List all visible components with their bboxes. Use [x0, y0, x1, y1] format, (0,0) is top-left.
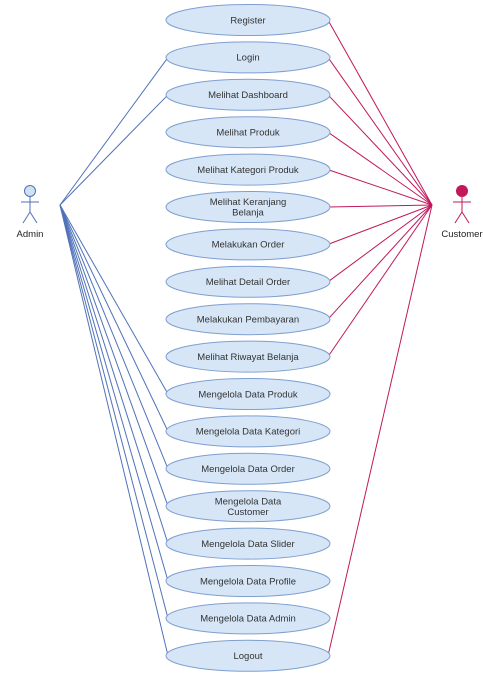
- admin-link-login: [59, 57, 169, 206]
- actor-left-leg: [454, 211, 463, 224]
- use-case-label: Melihat Kategori Produk: [197, 165, 299, 176]
- actors: Admin Customer: [17, 185, 483, 240]
- use-case-label: Melihat Produk: [216, 128, 280, 139]
- association-links: [59, 19, 433, 656]
- use-case-ellipse: [165, 41, 331, 74]
- customer-link-melakukan-order: [327, 204, 433, 245]
- use-case-label: Mengelola Data Profile: [200, 576, 296, 587]
- admin-link-mengelola-data-produk: [59, 204, 169, 395]
- admin-link-mengelola-data-admin: [59, 204, 169, 619]
- use-case-label: Register: [230, 15, 265, 26]
- use-case-mengelola-data-admin: Mengelola Data Admin: [165, 602, 331, 635]
- use-case-register: Register: [165, 4, 331, 36]
- use-case-mengelola-data-kategori: Mengelola Data Kategori: [165, 415, 331, 448]
- use-case-label: Mengelola Data Slider: [201, 539, 294, 550]
- actor-left-leg: [22, 211, 31, 224]
- use-case-label: Melihat Dashboard: [208, 90, 288, 101]
- use-case-ellipse: [165, 639, 331, 672]
- admin-link-mengelola-data-kategori: [59, 204, 169, 432]
- use-case-label: Mengelola Data Produk: [198, 389, 298, 400]
- use-case-ellipse: [165, 116, 331, 149]
- use-case-ellipse: [165, 490, 331, 523]
- use-case-ellipse: [165, 4, 331, 36]
- use-case-melakukan-pembayaran: Melakukan Pembayaran: [165, 303, 331, 336]
- customer-link-login: [327, 57, 433, 206]
- use-case-label: Logout: [233, 651, 262, 662]
- use-case-ellipse: [165, 78, 331, 111]
- use-case-ellipse: [165, 378, 331, 410]
- customer-link-melihat-detail-order: [327, 204, 433, 283]
- customer-link-logout: [327, 204, 433, 656]
- use-case-melihat-produk: Melihat Produk: [165, 116, 331, 149]
- use-case-label: Melihat Keranjang: [210, 197, 287, 208]
- customer-link-melihat-produk: [327, 131, 433, 206]
- actor-right-leg: [29, 211, 38, 224]
- use-case-ellipse: [165, 527, 331, 560]
- use-case-ellipse: [165, 452, 331, 485]
- use-case-mengelola-data-profile: Mengelola Data Profile: [165, 565, 331, 597]
- admin-link-mengelola-data-profile: [59, 204, 169, 582]
- use-case-label: Melihat Detail Order: [206, 277, 290, 288]
- use-case-ellipse: [165, 565, 331, 597]
- use-case-label: Mengelola Data Admin: [200, 614, 296, 625]
- use-case-mengelola-data-order: Mengelola Data Order: [165, 452, 331, 485]
- actor-customer: Customer: [441, 185, 483, 240]
- use-case-label: Customer: [227, 507, 268, 518]
- use-case-label: Melakukan Pembayaran: [197, 315, 299, 326]
- use-case-melihat-dashboard: Melihat Dashboard: [165, 78, 331, 111]
- use-case-ellipse: [165, 602, 331, 635]
- use-case-ellipse: [165, 340, 331, 373]
- use-case-label: Mengelola Data Order: [201, 464, 294, 475]
- admin-link-mengelola-data-customer: [59, 204, 169, 507]
- admin-link-melihat-dashboard: [59, 94, 169, 206]
- use-case-label: Melihat Riwayat Belanja: [197, 352, 299, 363]
- use-case-ellipse: [165, 415, 331, 448]
- use-case-melihat-kategori-produk: Melihat Kategori Produk: [165, 153, 331, 186]
- admin-link-mengelola-data-order: [59, 204, 169, 469]
- actor-head: [24, 185, 36, 197]
- use-case-ellipse: [165, 303, 331, 336]
- customer-link-melihat-dashboard: [327, 94, 433, 206]
- use-case-ellipse: [165, 191, 331, 223]
- actor-admin: Admin: [17, 185, 44, 240]
- customer-link-melihat-keranjang-belanja: [327, 204, 433, 208]
- actor-label: Admin: [17, 229, 44, 240]
- use-case-logout: Logout: [165, 639, 331, 672]
- use-case-label: Login: [236, 53, 259, 64]
- use-case-ellipse: [165, 265, 331, 298]
- actor-head: [456, 185, 468, 197]
- use-case-label: Mengelola Data Kategori: [196, 427, 301, 438]
- admin-link-logout: [59, 204, 169, 656]
- use-case-label: Melakukan Order: [212, 240, 285, 251]
- use-case-ellipse: [165, 228, 331, 261]
- customer-link-melihat-riwayat-belanja: [327, 204, 433, 357]
- use-case-login: Login: [165, 41, 331, 74]
- customer-link-register: [327, 19, 433, 206]
- actor-right-leg: [461, 211, 470, 224]
- customer-link-melakukan-pembayaran: [327, 204, 433, 320]
- use-case-mengelola-data-produk: Mengelola Data Produk: [165, 378, 331, 410]
- use-case-ellipse: [165, 153, 331, 186]
- use-case-mengelola-data-slider: Mengelola Data Slider: [165, 527, 331, 560]
- customer-link-melihat-kategori-produk: [327, 169, 433, 206]
- admin-link-mengelola-data-slider: [59, 204, 169, 544]
- use-case-label: Mengelola Data: [215, 496, 282, 507]
- use-case-melihat-riwayat-belanja: Melihat Riwayat Belanja: [165, 340, 331, 373]
- use-case-melakukan-order: Melakukan Order: [165, 228, 331, 261]
- actor-label: Customer: [441, 229, 482, 240]
- use-case-melihat-detail-order: Melihat Detail Order: [165, 265, 331, 298]
- use-case-label: Belanja: [232, 208, 264, 219]
